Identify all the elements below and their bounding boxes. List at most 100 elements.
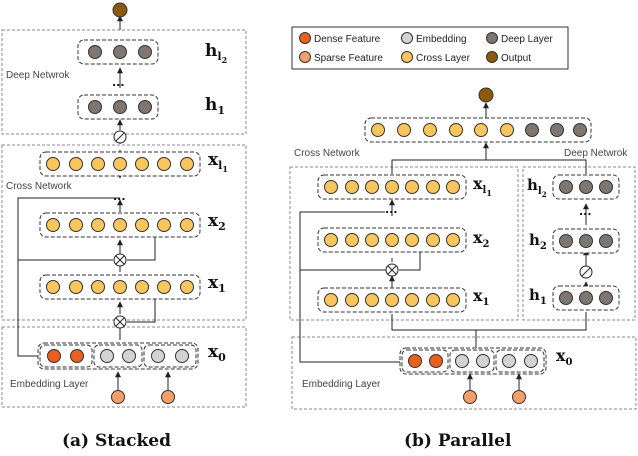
parallel-deep-network-region [522,166,636,321]
parallel-embedding-label: Embedding Layer [302,379,381,390]
cross-op-icon [113,315,127,329]
cross-node [113,280,127,294]
stacked-cross-network-label: Cross Network [6,181,73,192]
cross-node [449,123,463,137]
cross-node [180,157,194,171]
cross-node [345,233,359,247]
cross-node [324,180,338,194]
cross-node [426,293,440,307]
embedding-node [502,354,516,368]
deep-node [573,123,587,137]
cross-node [69,280,83,294]
activation-icon [579,265,593,279]
cross-node [324,233,338,247]
embedding-node [175,349,189,363]
cross-node [500,123,514,137]
label-x-l1: xl1 [208,150,228,174]
label-x-0: x0 [208,342,226,364]
svg-text:x1: x1 [473,286,490,308]
activation-icon [113,130,127,144]
svg-text:hl2: hl2 [527,176,547,199]
caption-parallel: (b) Parallel [404,431,512,451]
stacked-output-node [112,2,128,18]
cross-node [405,180,419,194]
cross-node [385,293,399,307]
deep-node [599,180,613,194]
parallel-ellipsis: ... [385,203,398,216]
parallel-output-node [478,87,494,103]
label-x-l1: xl1 [473,174,492,198]
dense-node [70,349,84,363]
legend-cross-swatch [401,51,413,63]
cross-node [157,157,171,171]
label-h-l2: hl2 [527,176,547,199]
cross-node [91,218,105,232]
legend-output-label: Output [501,53,531,64]
legend-deep-swatch [486,32,498,44]
svg-text:x2: x2 [208,211,226,233]
label-x-2: x2 [473,228,490,250]
cross-node [135,157,149,171]
stacked-diagram: Deep Netwrok Cross Network Embedding Lay… [1,2,247,451]
label-h-1: h1 [529,286,547,307]
deep-node [88,45,102,59]
cross-node [135,218,149,232]
cross-node [46,218,60,232]
parallel-embedding-region [291,336,637,410]
cross-node [371,123,385,137]
label-h-1: h1 [205,95,225,117]
cross-node [345,180,359,194]
label-x-0: x0 [556,346,573,368]
cross-node [446,293,460,307]
sparse-node [512,390,526,404]
svg-text:xl1: xl1 [208,150,228,174]
cross-node [113,157,127,171]
cross-node [157,218,171,232]
cross-node [69,218,83,232]
deep-node [599,291,613,305]
cross-node [365,233,379,247]
cross-node [46,280,60,294]
sparse-node [161,390,175,404]
label-x-1: x1 [208,273,226,295]
svg-text:xl1: xl1 [473,174,492,198]
cross-node [180,280,194,294]
cross-node [423,123,437,137]
cross-node [405,293,419,307]
embedding-node [524,354,538,368]
deep-node [599,234,613,248]
cross-node [405,233,419,247]
label-x-1: x1 [473,286,490,308]
deep-node [559,234,573,248]
cross-node [365,180,379,194]
embedding-node [476,354,490,368]
deep-node [138,100,152,114]
legend-embedding-label: Embedding [416,34,467,45]
deep-node [550,123,564,137]
cross-node [474,123,488,137]
sparse-node [463,390,477,404]
deep-node [579,291,593,305]
dense-node [408,354,422,368]
deep-node [579,180,593,194]
svg-text:x2: x2 [473,228,490,250]
cross-node [446,180,460,194]
deep-node [525,123,539,137]
cross-node [426,233,440,247]
legend-deep-label: Deep Layer [501,34,553,45]
deep-node [113,100,127,114]
cross-node [91,157,105,171]
legend-cross-label: Cross Layer [416,53,471,64]
caption-stacked: (a) Stacked [62,431,171,451]
embedding-node [122,349,136,363]
cross-op-icon [385,263,399,277]
deep-node [138,45,152,59]
svg-text:x0: x0 [208,342,226,364]
embedding-node [100,349,114,363]
cross-node [385,233,399,247]
cross-node [180,218,194,232]
svg-text:hl2: hl2 [205,41,227,65]
cross-node [91,280,105,294]
cross-node [385,180,399,194]
embedding-node [455,354,469,368]
